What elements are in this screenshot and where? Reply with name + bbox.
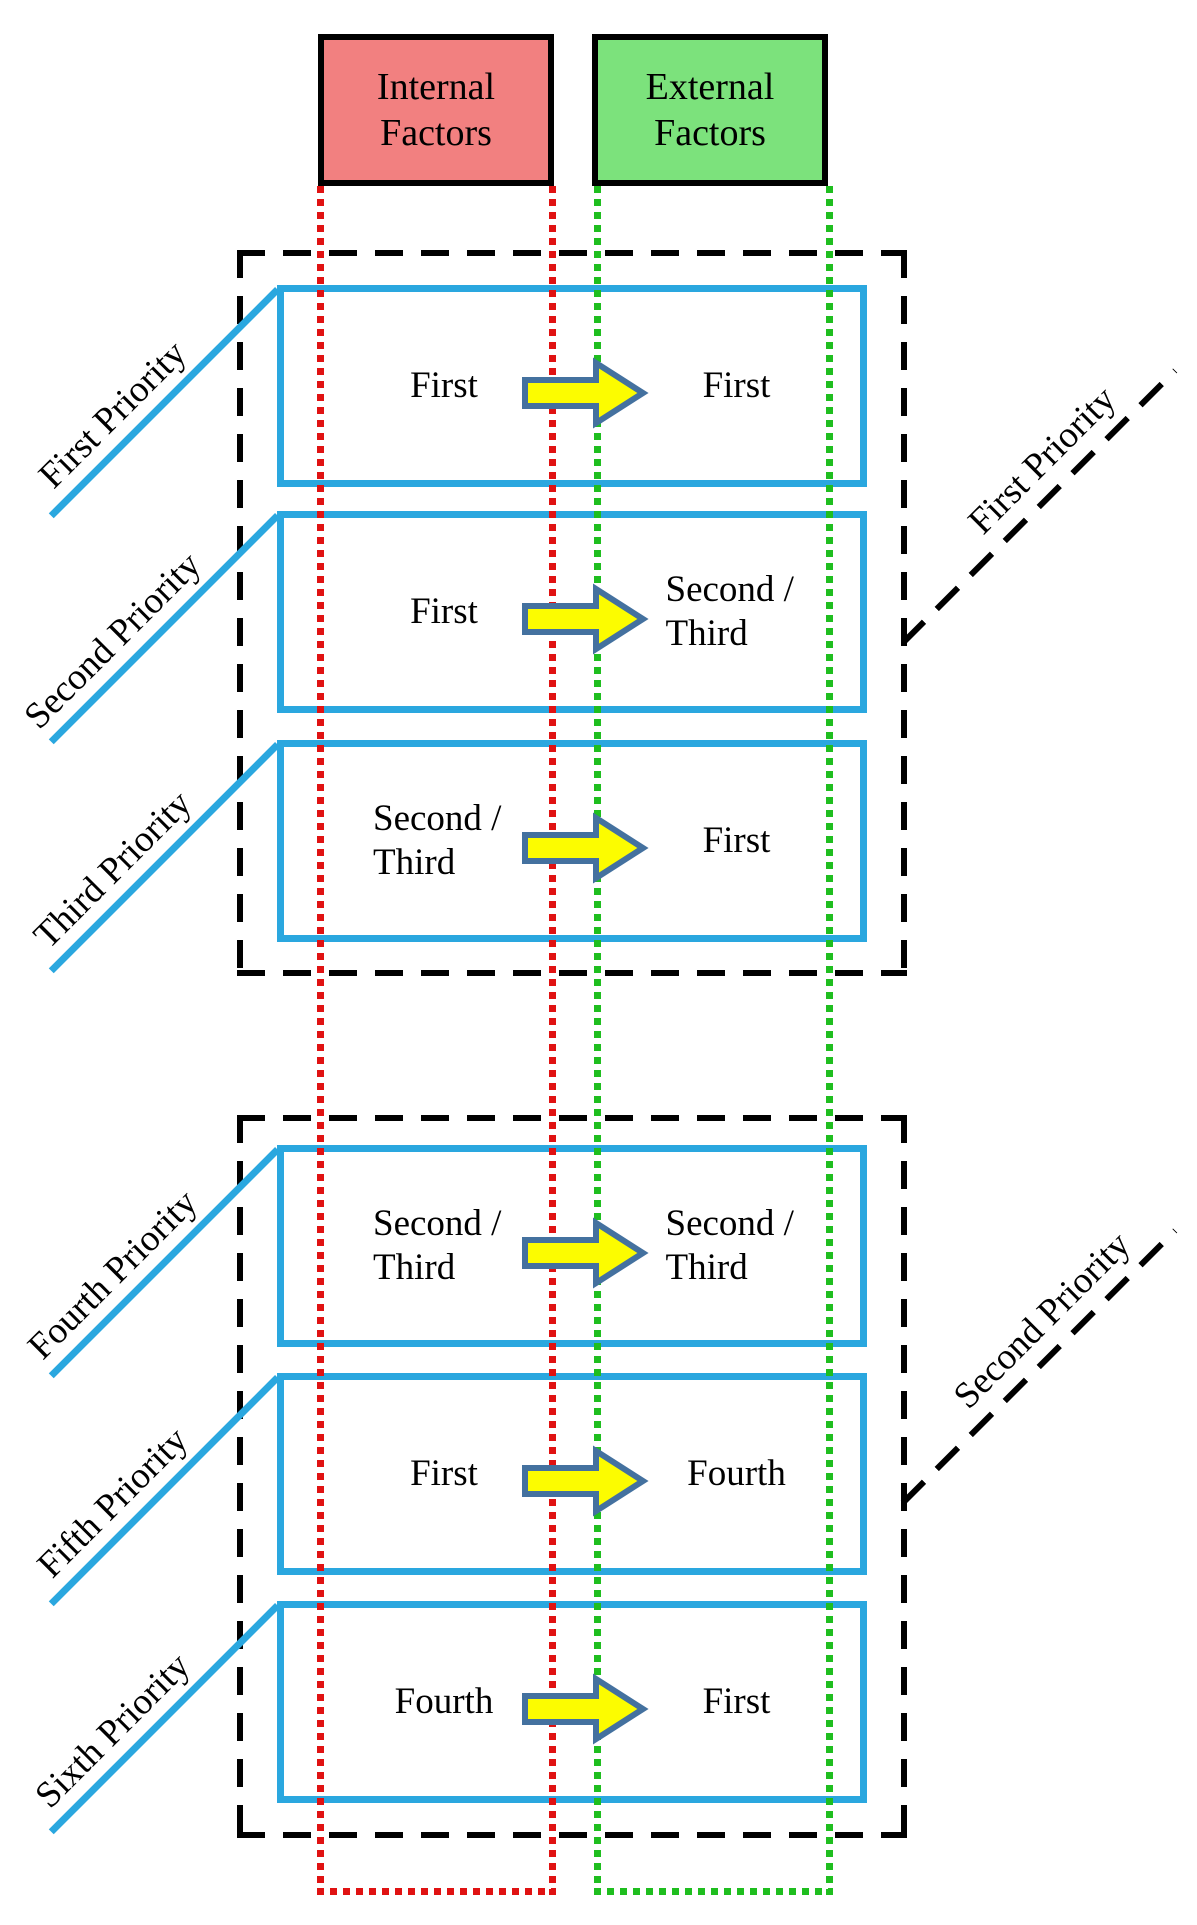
group1-priority-label: First Priority bbox=[960, 378, 1124, 543]
dashed-diagonal-line bbox=[900, 368, 1178, 645]
external-cell: Second / Third bbox=[614, 1152, 859, 1340]
internal-factors-dotted-line-bottom bbox=[317, 1888, 556, 1895]
internal-cell: Second / Third bbox=[304, 747, 584, 935]
external-cell: First bbox=[614, 747, 859, 935]
mapping-row-4: Second / Third Second / Third bbox=[277, 1145, 867, 1347]
dashed-edge bbox=[237, 1832, 907, 1838]
arrow-right-icon bbox=[520, 811, 650, 885]
dashed-edge bbox=[237, 250, 907, 256]
dashed-edge bbox=[237, 250, 243, 976]
mapping-row-3: Second / Third First bbox=[277, 740, 867, 942]
mapping-row-5: First Fourth bbox=[277, 1373, 867, 1575]
group-rect-second-priority bbox=[237, 1115, 907, 1838]
row6-priority-label: Sixth Priority bbox=[27, 1645, 199, 1817]
internal-factors-header-label: Internal Factors bbox=[376, 65, 496, 154]
external-priority-value: Second / Third bbox=[665, 568, 794, 654]
mapping-row-1: First First bbox=[277, 285, 867, 487]
external-factors-header-label: External Factors bbox=[645, 65, 775, 154]
dashed-diagonal-line bbox=[900, 1228, 1178, 1505]
row3-priority-label: Third Priority bbox=[25, 782, 200, 957]
dashed-edge bbox=[237, 1115, 907, 1121]
internal-cell: First bbox=[304, 292, 584, 480]
internal-priority-value: First bbox=[410, 1452, 478, 1494]
arrow-right-icon bbox=[520, 356, 650, 430]
internal-priority-value: Second / Third bbox=[373, 1202, 502, 1288]
mapping-row-6: Fourth First bbox=[277, 1601, 867, 1803]
arrow-right-icon bbox=[520, 1444, 650, 1518]
row1-priority-label: First Priority bbox=[31, 332, 195, 497]
external-priority-value: First bbox=[702, 1680, 771, 1722]
arrow-right-icon bbox=[520, 1216, 650, 1290]
external-factors-dotted-line-right bbox=[826, 186, 833, 1895]
internal-priority-value: Second / Third bbox=[373, 797, 502, 883]
internal-factors-dotted-line-right bbox=[549, 186, 556, 1895]
internal-cell: Second / Third bbox=[304, 1152, 584, 1340]
arrow-right-icon bbox=[520, 1672, 650, 1746]
external-priority-value: Second / Third bbox=[665, 1202, 794, 1288]
internal-factors-dotted-line-left bbox=[317, 186, 324, 1895]
dashed-edge bbox=[237, 970, 907, 976]
external-priority-value: Fourth bbox=[687, 1452, 786, 1494]
external-cell: First bbox=[614, 292, 859, 480]
external-cell: Fourth bbox=[614, 1380, 859, 1568]
row5-priority-label: Fifth Priority bbox=[29, 1419, 196, 1586]
internal-cell: First bbox=[304, 518, 584, 706]
external-factors-dotted-line-bottom bbox=[594, 1888, 833, 1895]
external-factors-header: External Factors bbox=[592, 34, 828, 186]
internal-factors-header: Internal Factors bbox=[318, 34, 554, 186]
external-priority-value: First bbox=[702, 364, 771, 406]
dashed-edge bbox=[901, 1115, 907, 1838]
external-cell: First bbox=[614, 1608, 859, 1796]
external-cell: Second / Third bbox=[614, 518, 859, 706]
internal-priority-value: First bbox=[410, 590, 478, 632]
group2-priority-label: Second Priority bbox=[945, 1224, 1139, 1417]
group1-priority-callout: First Priority bbox=[864, 332, 1178, 645]
internal-priority-value: First bbox=[410, 364, 478, 406]
group2-priority-callout: Second Priority bbox=[864, 1192, 1178, 1505]
external-factors-dotted-line-left bbox=[594, 186, 601, 1895]
internal-cell: First bbox=[304, 1380, 584, 1568]
external-priority-value: First bbox=[702, 819, 771, 861]
arrow-right-icon bbox=[520, 582, 650, 656]
internal-priority-value: Fourth bbox=[394, 1680, 494, 1722]
row4-priority-label: Fourth Priority bbox=[20, 1182, 206, 1368]
internal-cell: Fourth bbox=[304, 1608, 584, 1796]
group-rect-first-priority bbox=[237, 250, 907, 976]
mapping-row-2: First Second / Third bbox=[277, 511, 867, 713]
dashed-edge bbox=[901, 250, 907, 976]
row2-priority-label: Second Priority bbox=[16, 544, 210, 737]
dashed-edge bbox=[237, 1115, 243, 1838]
